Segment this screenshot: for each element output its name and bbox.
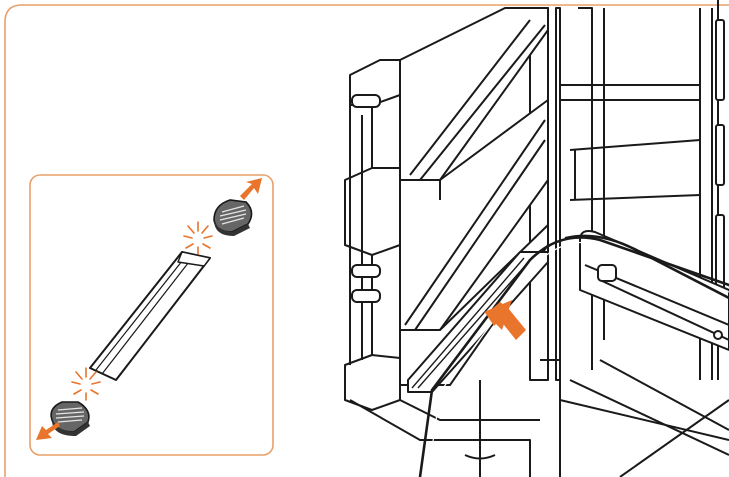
end-cap-top-icon	[213, 199, 253, 236]
end-cap-bottom-icon	[50, 401, 90, 436]
outer-frame	[4, 4, 729, 477]
inset-panel	[29, 174, 274, 456]
insert-arrow-icon	[484, 300, 526, 340]
cable-cover-strip-icon	[89, 251, 211, 381]
cable-channel-icon	[579, 230, 729, 351]
power-cable-icon	[418, 234, 729, 477]
click-burst-icon	[71, 221, 213, 401]
cable-cover-strip-main	[407, 251, 549, 393]
remove-arrow-icon	[36, 178, 262, 440]
rack-frame-icon	[344, 0, 729, 477]
